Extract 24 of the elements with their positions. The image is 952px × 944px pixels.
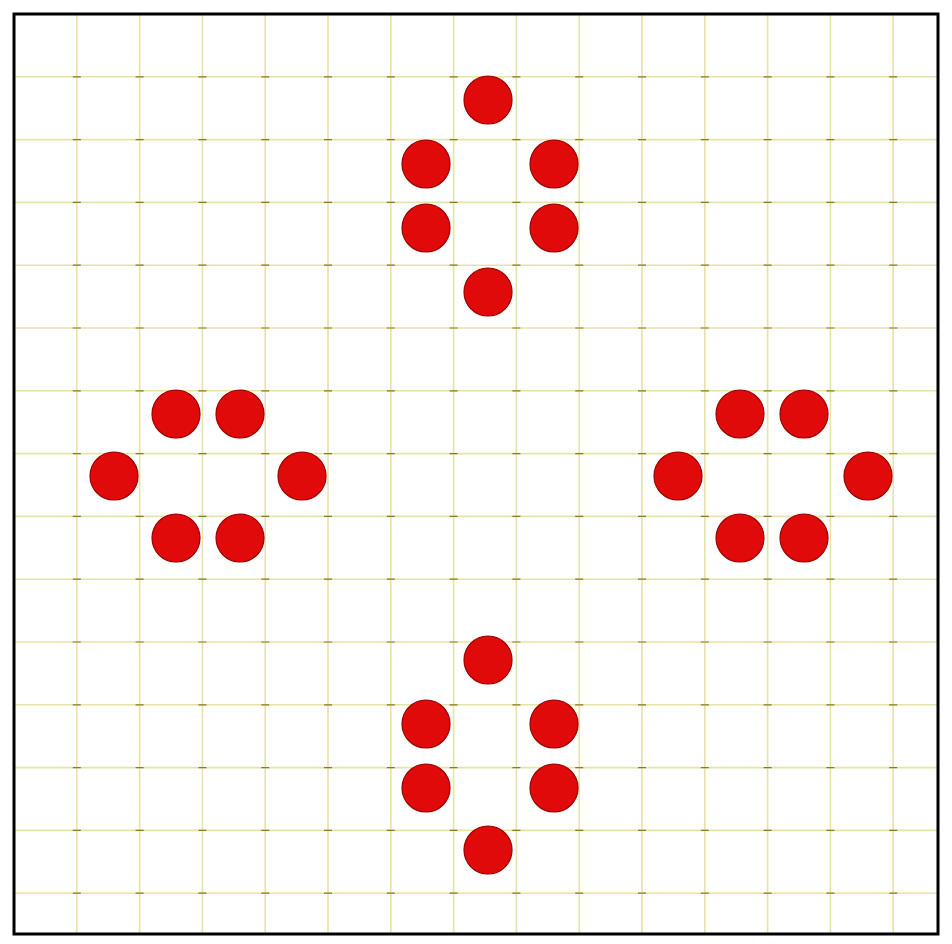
dot <box>463 635 513 685</box>
dot <box>89 451 139 501</box>
dot <box>715 513 765 563</box>
dot <box>779 513 829 563</box>
dot <box>715 389 765 439</box>
dot <box>215 513 265 563</box>
dot <box>277 451 327 501</box>
dot <box>401 699 451 749</box>
dot <box>463 267 513 317</box>
dot <box>653 451 703 501</box>
dot <box>529 203 579 253</box>
dot <box>463 825 513 875</box>
dot <box>401 763 451 813</box>
dot <box>151 513 201 563</box>
dot <box>843 451 893 501</box>
dot <box>529 699 579 749</box>
dot <box>401 139 451 189</box>
dot <box>401 203 451 253</box>
dot <box>463 75 513 125</box>
dot <box>151 389 201 439</box>
dot <box>215 389 265 439</box>
dot <box>779 389 829 439</box>
dot <box>529 763 579 813</box>
dot <box>529 139 579 189</box>
